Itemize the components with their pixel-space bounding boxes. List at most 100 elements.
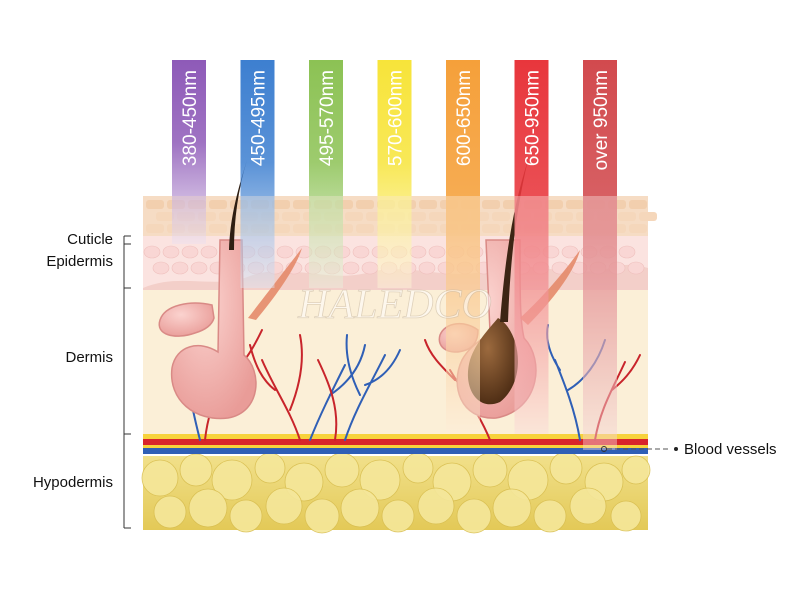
fat-globule [359,459,401,501]
epidermis-cell [361,261,379,275]
cuticle-cell [408,212,426,221]
label-dermis: Dermis [66,349,114,366]
fat-globule [621,455,651,485]
fat-globule [402,452,434,484]
epidermis-cell [618,245,636,259]
cuticle-cell [282,212,300,221]
fat-globule [381,499,415,533]
cuticle-cell [566,200,584,209]
wavelength-band: 650-950nm [514,60,549,434]
cuticle-cell [639,212,657,221]
cuticle-cell [272,224,290,233]
fat-globule [549,451,583,485]
label-hypodermis: Hypodermis [33,474,113,491]
fat-globule [229,499,263,533]
band-beam [240,60,275,288]
band-skin-overlay [583,196,617,450]
blood-vessels-callout: Blood vessels [601,441,777,458]
cuticle-cell [419,224,437,233]
cuticle-cell [629,200,647,209]
band-skin-overlay [446,196,480,434]
cuticle-cell [492,212,510,221]
cuticle-cell [356,200,374,209]
wavelength-band: over 950nm [583,60,617,450]
label-cuticle: Cuticle [67,231,113,248]
fat-globule [569,487,607,525]
fat-globule [492,488,532,528]
wavelength-label: 600-650nm [454,70,475,166]
epidermis-cell [409,245,427,259]
epidermis-cell [143,245,161,259]
fat-globule [179,453,213,487]
epidermis-cell [171,261,189,275]
cuticle-cell [482,224,500,233]
arrector-muscle [248,248,302,320]
epidermis-cell [561,245,579,259]
epidermis-cell [352,245,370,259]
hair-shaft [500,160,528,322]
wavelength-label: 570-600nm [386,70,407,166]
cuticle-cell [209,200,227,209]
wavelength-label: 380-450nm [180,70,201,166]
blood-vessel-band [143,434,648,454]
band-skin-overlay [309,196,343,288]
cuticle-cell [345,212,363,221]
band-skin-overlay [172,196,206,244]
band-beam [446,60,480,434]
band-beam [514,60,549,434]
wavelength-label: 650-950nm [523,70,544,166]
fat-globule [472,452,508,488]
label-blood-vessels: Blood vessels [684,441,777,458]
wavelength-label: 495-570nm [317,70,338,166]
band-skin-overlay [514,196,549,434]
epidermis-cell [181,245,199,259]
wavelength-band: 495-570nm [309,60,343,288]
cuticle-cell [419,200,437,209]
watermark: HALEDCO [297,282,492,328]
epidermis-cell [162,245,180,259]
epidermis-cell [152,261,170,275]
capillary-blue [344,334,401,441]
follicle-sheath [170,239,257,420]
wavelength-bands: 380-450nm 450-495nm 495-570nm 570-600nm 600-… [172,60,617,450]
cuticle-cell [356,224,374,233]
cuticle-cell [293,200,311,209]
fat-globule [265,487,303,525]
capillary-red [317,359,338,441]
layer-brackets [123,235,131,529]
band-beam [309,60,343,288]
fat-globule [417,487,455,525]
wavelength-band: 600-650nm [446,60,480,434]
label-epidermis: Epidermis [46,253,113,270]
fat-globule [211,459,253,501]
cuticle-cell [566,224,584,233]
wavelength-band: 450-495nm [240,60,275,288]
cuticle-cell [146,200,164,209]
cuticle-cell [156,212,174,221]
layer-labels: Cuticle Epidermis Dermis Hypodermis [33,231,113,491]
cuticle-cell [555,212,573,221]
epidermis-cell [627,261,645,275]
fat-globule [324,452,360,488]
wavelength-band: 570-600nm [377,60,412,288]
epidermis-cell [200,245,218,259]
hair-shaft [229,160,247,250]
fat-globule [456,498,492,534]
band-beam [377,60,412,288]
cuticle-cell [429,212,447,221]
cuticle-cell [272,200,290,209]
fat-globule [188,488,228,528]
capillary-red [249,334,303,441]
cuticle-cell [545,200,563,209]
band-skin-overlay [240,196,275,288]
fat-globule [153,495,187,529]
fat-globule [304,498,340,534]
hair-follicle-left [158,160,302,420]
epidermis-cell [276,245,294,259]
fat-globule [340,488,380,528]
cuticle-cell [293,224,311,233]
band-beam [172,60,206,244]
cuticle-cell [618,212,636,221]
